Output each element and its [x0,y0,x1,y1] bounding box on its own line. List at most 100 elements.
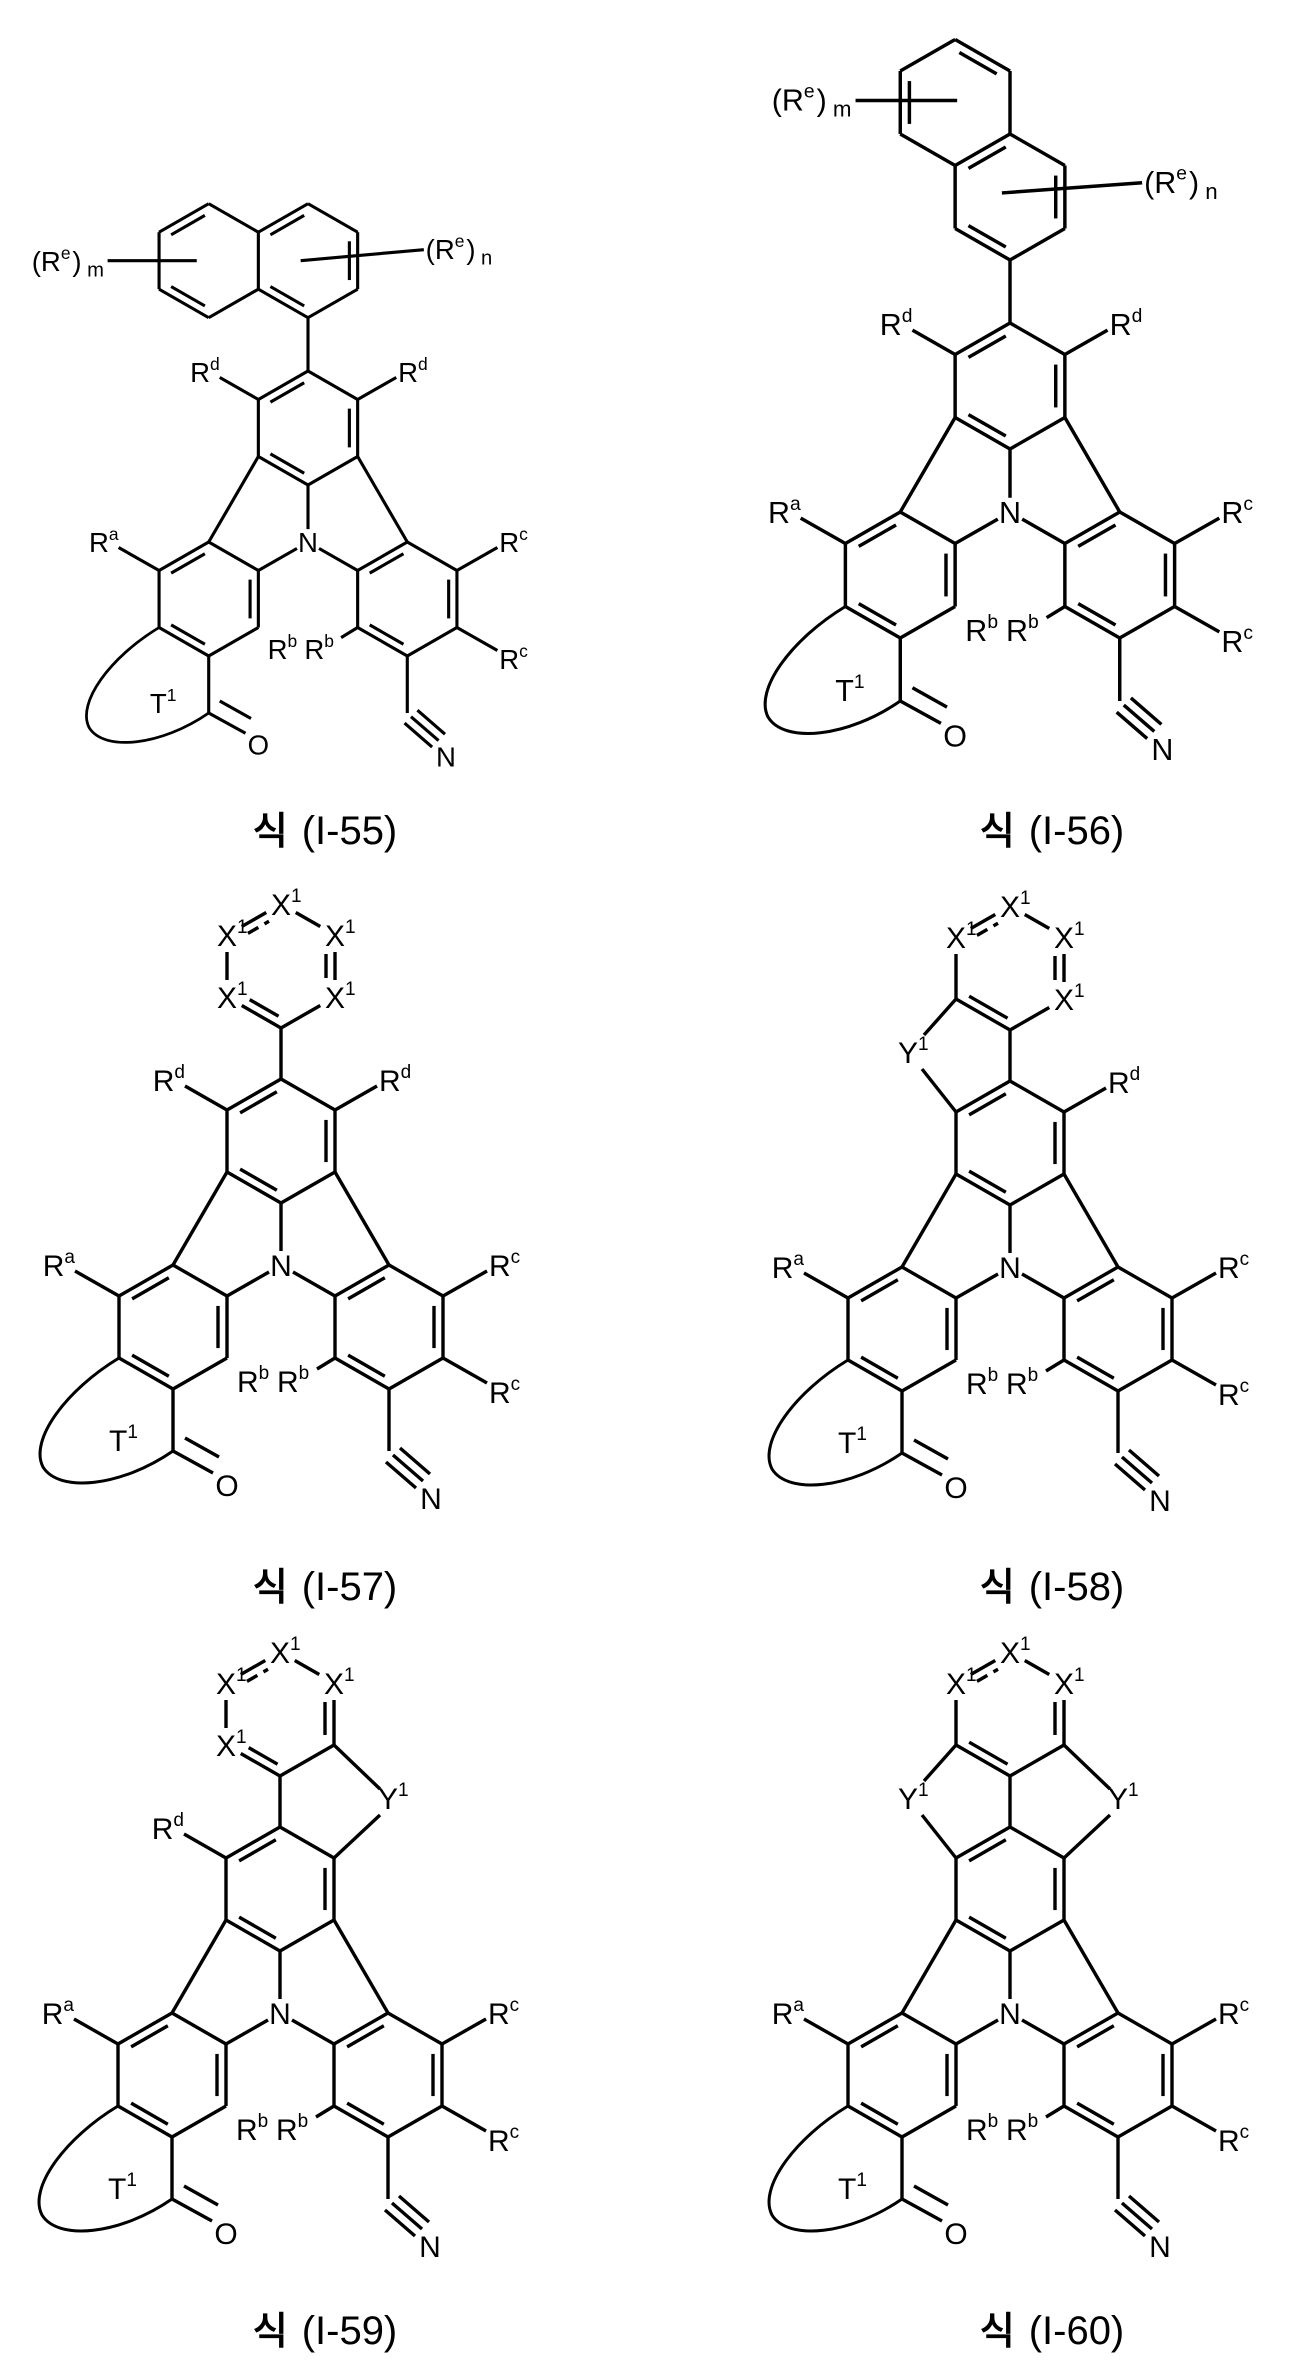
atom-label-ra: Ra [42,1995,75,2031]
label-base: X [325,982,345,1015]
double-bond-line [968,226,1005,247]
bond [902,1174,956,1267]
label-superscript: c [511,1374,521,1395]
atom-label-rb: Rb [276,2111,308,2147]
atom-label-rb: Rb [236,2111,268,2147]
label-base: R [1218,1998,1240,2031]
label-base: R [772,1998,794,2031]
bond [902,1920,956,2013]
formula-i-59: NRaRcRcRbRbOT1NRdX1X1X1X1Y1 [39,1634,519,2264]
label-superscript: a [63,1995,74,2016]
bond [912,330,955,354]
label-superscript: d [1130,1064,1141,1085]
double-bond-line [914,2186,948,2205]
atom-label-x1: X1 [325,917,356,953]
label-superscript: b [258,2111,269,2132]
double-bond-line [270,383,304,402]
triple-bond-line [385,2210,415,2236]
double-bond-line [370,554,404,573]
triple-bond-line [1115,2210,1145,2236]
label-superscript: 1 [966,919,977,940]
atom-label-x1: X1 [216,1665,247,1701]
label-superscript: 1 [236,1727,247,1748]
label-superscript: 1 [237,979,248,1000]
caption-i-58: 식(I-58) [980,1565,1125,1609]
atom-label-rb: Rb [965,612,998,648]
bond [209,713,246,733]
double-bond-line [1077,2103,1114,2124]
label-superscript: c [511,1247,521,1268]
label-superscript: 1 [237,917,248,938]
atom-label-rc: Rc [489,1374,520,1410]
structure: NRaRcRcRbRbOT1NX1X1X1Y1Y1 [769,1634,1249,2264]
atom-label-rb: Rb [304,631,334,665]
caption-prefix: 식 [980,809,1015,853]
double-bond-line [184,2186,218,2205]
label-base: R [499,527,519,558]
atom-label-ra: Ra [768,494,801,530]
atom-label-x1: X1 [1000,1634,1031,1670]
atom-label-re-m: (Re)m [772,81,852,121]
bond [1010,1920,1064,1951]
double-bond-line [370,625,404,644]
label-superscript: a [64,1247,75,1268]
label-base: X [1054,1668,1074,1701]
label-superscript: 1 [126,2170,137,2191]
triple-bond-line [386,1462,416,1488]
label-base: X [217,920,237,953]
bond [227,1272,269,1296]
double-bond-line [959,52,996,73]
structure: NRaRcRcRbRbOT1NRdRdX1X1X1X1X1 [40,886,520,1516]
label-base: R [1218,1379,1240,1412]
label-superscript: 1 [1074,1665,1085,1686]
bond [902,2013,956,2044]
label-base: R [277,1366,299,1399]
label-superscript: 1 [398,1780,409,1801]
atom-label-rb: Rb [1006,1365,1038,1401]
label-superscript: b [299,1363,310,1384]
label-base: N [999,1998,1021,2031]
label-superscript: d [210,354,220,374]
bond [1047,607,1065,618]
double-bond-line [239,1840,276,1861]
label-superscript: d [418,354,428,374]
atom-label-rb: Rb [966,1365,998,1401]
label-base: R [268,634,288,665]
label-base: R [152,1813,174,1846]
label-superscript: 1 [1074,981,1085,1002]
atom-label-n: N [1151,733,1173,767]
bond [1025,914,1050,928]
atom-label-n: N [1149,1485,1171,1518]
label-superscript: 1 [236,1665,247,1686]
bond [209,289,259,318]
structure: NRaRcRcRbRbOT1NRdX1X1X1X1Y1 [769,888,1249,1518]
label-base: N [419,2231,441,2264]
label-subscript: n [1205,179,1217,204]
label-base: R [880,308,902,342]
atom-label-y1: Y1 [898,1780,929,1816]
label-base: R [488,2125,510,2158]
double-bond-line [968,336,1005,357]
label-base: O [214,2218,237,2251]
atom-label-t1: T1 [838,1424,867,1460]
double-bond-line [185,1438,219,1457]
label-base: X [270,1637,290,1670]
label-base: R [1218,1252,1240,1285]
bond [241,1753,280,1776]
atom-label-x1: X1 [1054,981,1085,1017]
atom-label-rc: Rc [1221,494,1253,530]
label-base: R [489,1250,511,1283]
label-paren: ) [72,246,81,277]
bond [358,377,397,399]
bond [924,1745,956,1781]
bond [308,289,358,318]
label-base: N [270,1250,292,1283]
label-base: Y [898,1783,918,1816]
atom-label-rd: Rd [398,354,428,388]
bond [388,2013,442,2044]
atom-label-rc: Rc [1218,1376,1249,1412]
double-bond-line [348,1278,385,1299]
formula-i-55: NRaRcRcRbRbOT1NRdRd(Re)m(Re)n [32,204,528,773]
bond [1064,1745,1110,1789]
label-superscript: b [988,1365,999,1386]
